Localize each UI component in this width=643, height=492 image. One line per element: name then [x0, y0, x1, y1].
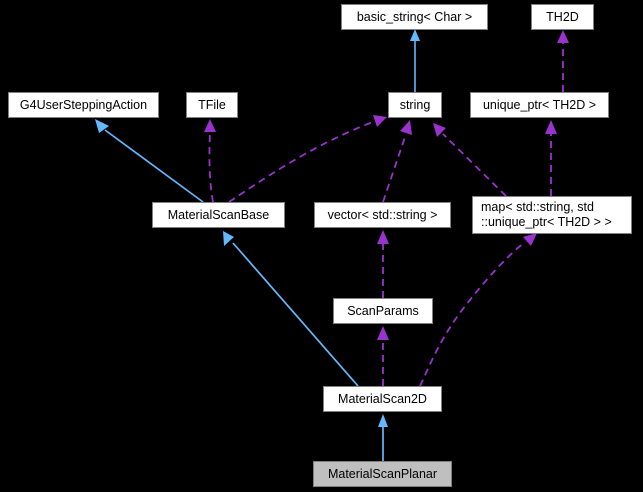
node-materialscan2d[interactable]: MaterialScan2D — [323, 386, 442, 412]
node-map-string-uniqueptr-th2d[interactable]: map< std::string, std ::unique_ptr< TH2D… — [472, 196, 632, 234]
node-tfile[interactable]: TFile — [186, 92, 238, 118]
node-tfile-label: TFile — [198, 97, 226, 112]
edge-materialscanplanar-to-materialscan2d — [378, 414, 388, 461]
edge-materialscanbase-to-string — [228, 115, 387, 203]
node-materialscanbase[interactable]: MaterialScanBase — [152, 202, 285, 228]
node-materialscanplanar[interactable]: MaterialScanPlanar — [313, 461, 452, 487]
node-materialscanbase-label: MaterialScanBase — [167, 207, 270, 222]
edge-materialscan2d-to-map — [419, 233, 537, 387]
node-scanparams-label: ScanParams — [347, 303, 419, 318]
edge-vectorstring-to-string — [382, 120, 412, 203]
edge-scanparams-to-vectorstring — [377, 230, 389, 298]
node-vector-string[interactable]: vector< std::string > — [314, 202, 451, 228]
node-string[interactable]: string — [388, 92, 442, 118]
node-materialscanplanar-label: MaterialScanPlanar — [327, 466, 438, 481]
node-scanparams[interactable]: ScanParams — [333, 298, 433, 324]
node-unique-ptr-th2d-label: unique_ptr< TH2D > — [482, 97, 597, 112]
edge-map-to-uniqueptr — [545, 120, 557, 196]
edge-materialscanbase-to-g4usersteppingaction — [95, 119, 204, 203]
edge-materialscan2d-to-scanparams — [377, 326, 389, 386]
node-g4usersteppingaction-label: G4UserSteppingAction — [19, 97, 148, 112]
edge-string-to-basic-string — [410, 29, 420, 92]
node-g4usersteppingaction[interactable]: G4UserSteppingAction — [8, 92, 159, 118]
edge-materialscanbase-to-tfile — [204, 119, 216, 203]
edge-map-to-string — [433, 123, 507, 197]
node-th2d-label: TH2D — [546, 9, 579, 24]
edge-materialscan2d-to-materialscanbase — [223, 231, 359, 387]
node-th2d[interactable]: TH2D — [531, 4, 594, 30]
node-map-string-uniqueptr-th2d-label: map< std::string, std ::unique_ptr< TH2D… — [481, 200, 612, 229]
node-vector-string-label: vector< std::string > — [327, 207, 438, 222]
node-string-label: string — [399, 97, 431, 112]
node-materialscan2d-label: MaterialScan2D — [338, 391, 427, 406]
node-basic-string-label: basic_string< Char > — [356, 9, 473, 24]
edge-uniqueptr-to-th2d — [557, 30, 569, 92]
node-unique-ptr-th2d[interactable]: unique_ptr< TH2D > — [470, 92, 609, 118]
node-basic-string[interactable]: basic_string< Char > — [341, 4, 488, 30]
